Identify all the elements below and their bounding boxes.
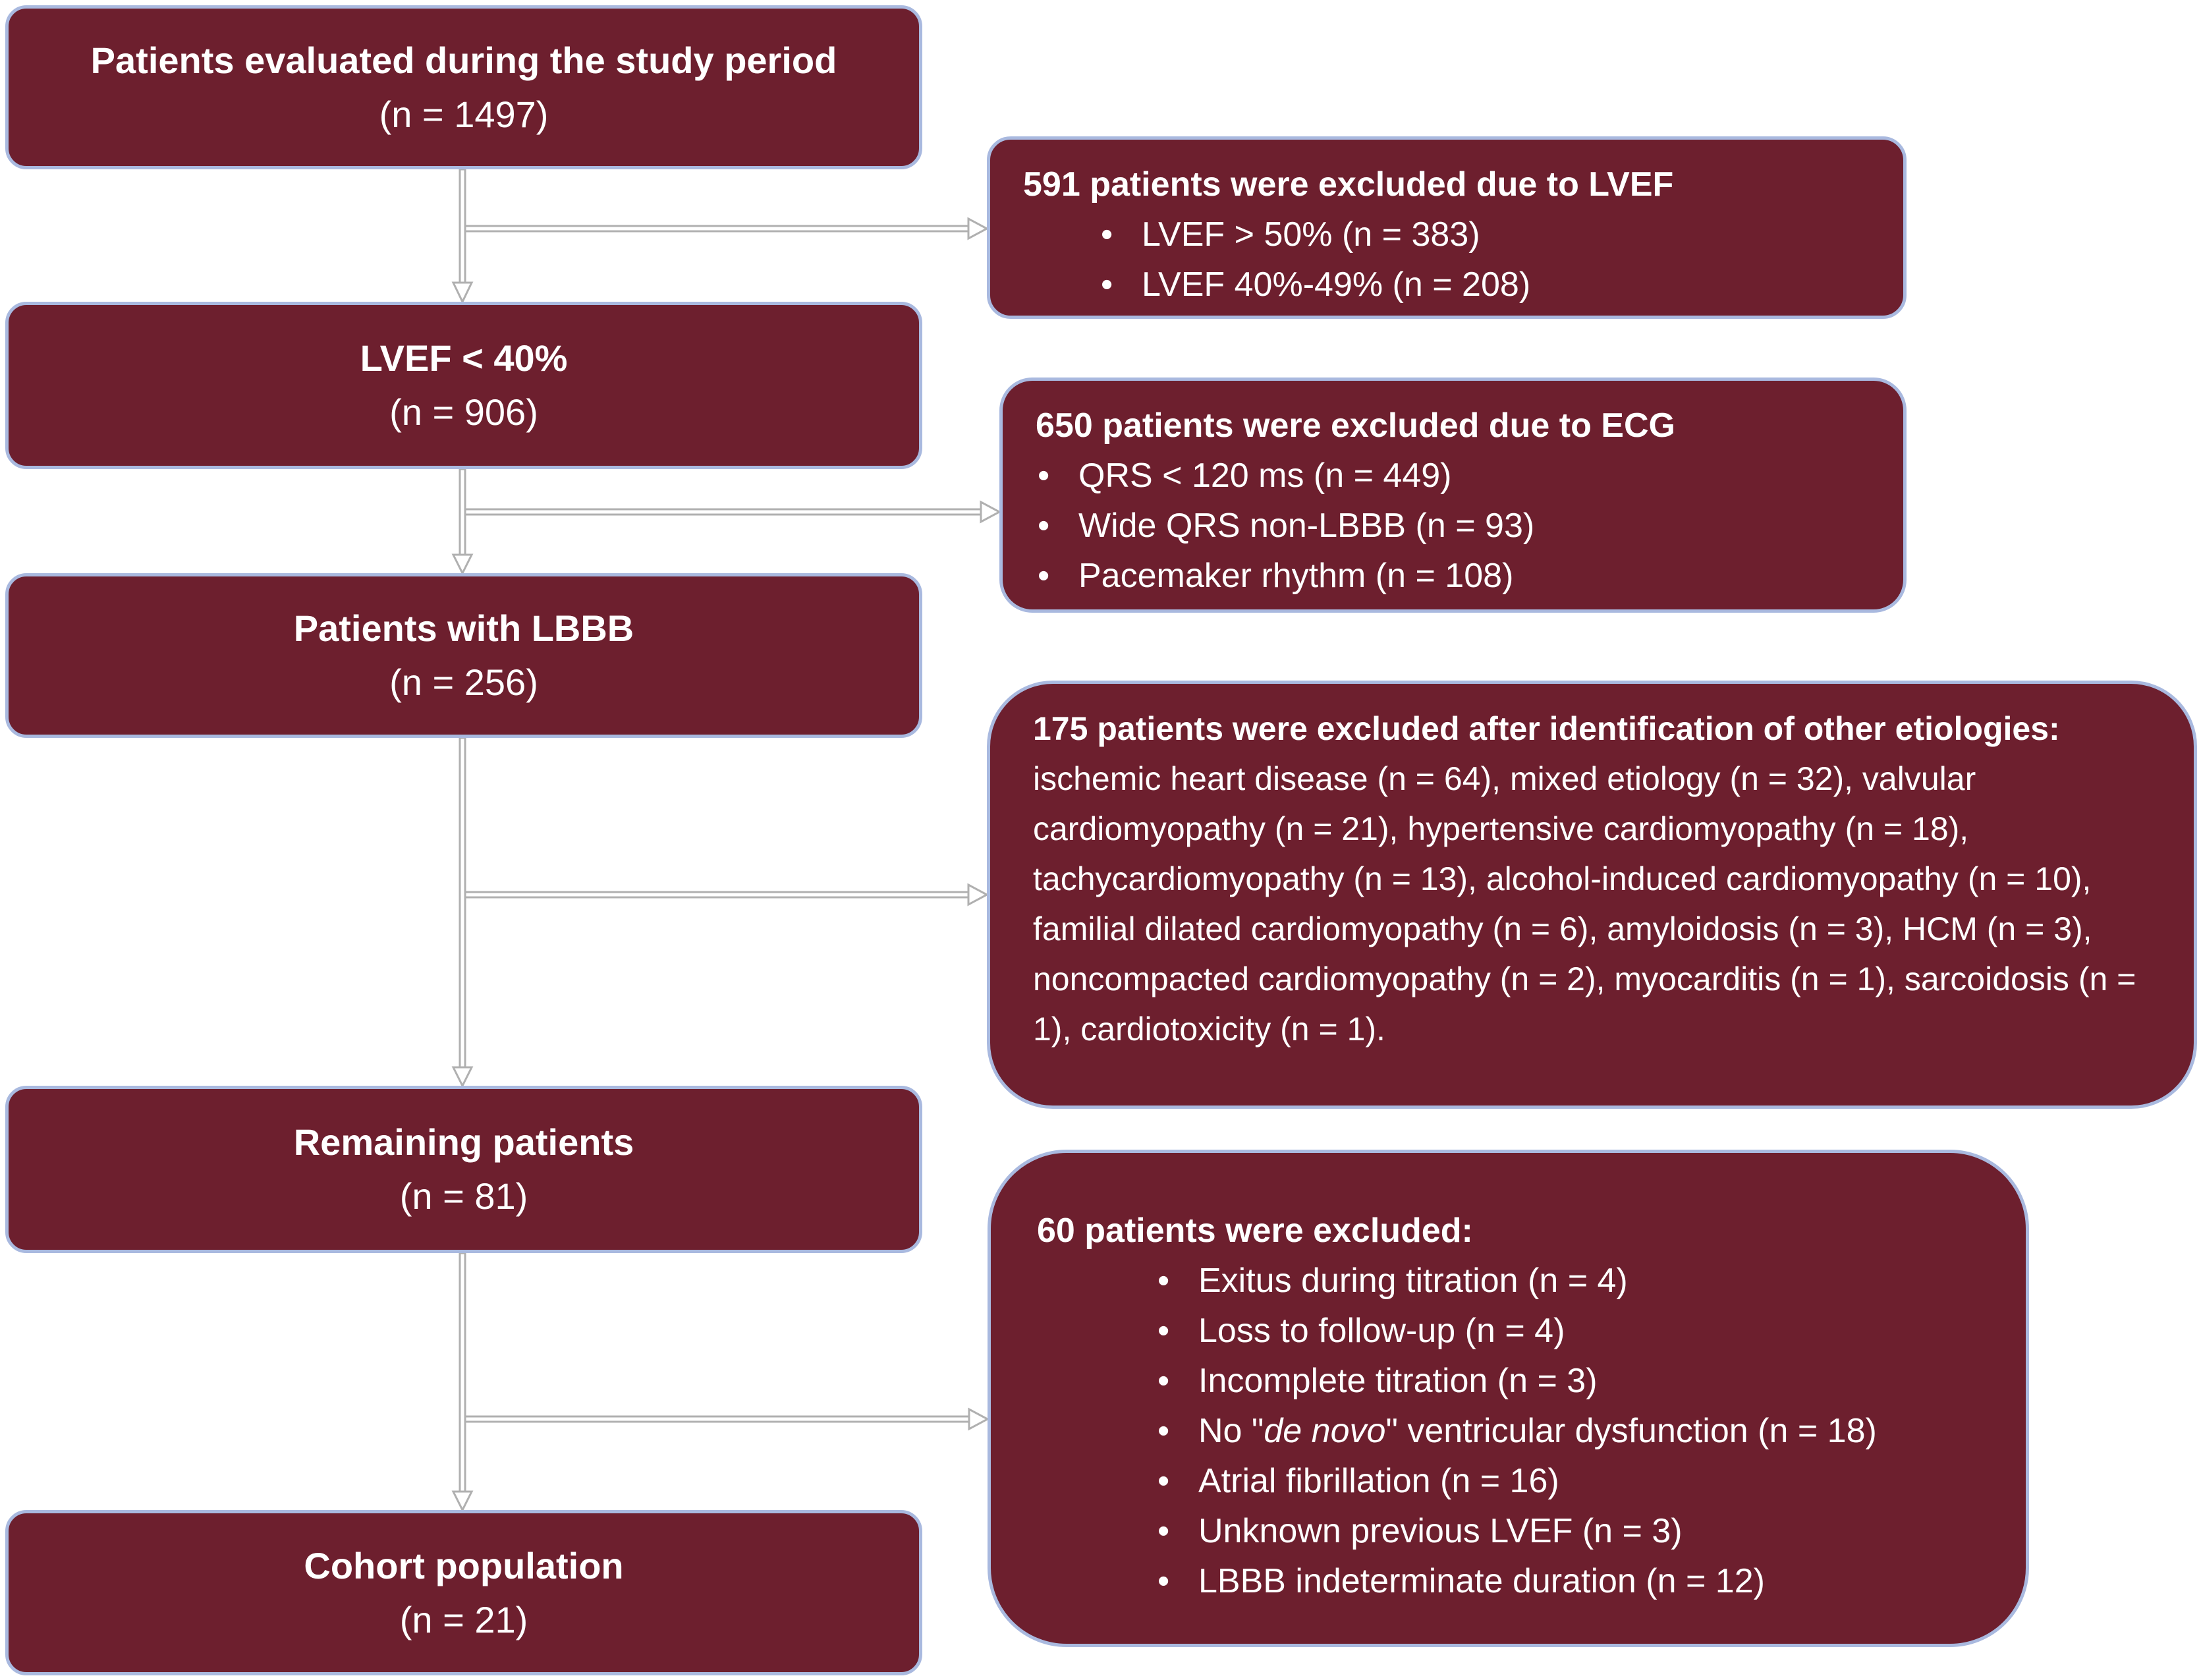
step-count: (n = 1497)	[379, 93, 549, 135]
step-count: (n = 21)	[399, 1598, 528, 1640]
exclusion-item: •Exitus during titration (n = 4)	[1157, 1256, 1877, 1306]
bullet-icon: •	[1038, 507, 1050, 545]
bullet-icon: •	[1157, 1262, 1170, 1300]
exclusion-item: •Pacemaker rhythm (n = 108)	[1038, 551, 1534, 601]
exclusion-box-etiologies: 175 patients were excluded after identif…	[987, 681, 2197, 1109]
bullet-icon: •	[1157, 1512, 1170, 1550]
right-arrow-1-icon	[464, 217, 989, 240]
right-arrow-3-icon	[464, 883, 989, 907]
exclusion-item: •QRS < 120 ms (n = 449)	[1038, 451, 1534, 501]
bullet-icon: •	[1101, 266, 1113, 304]
step-box-cohort: Cohort population (n = 21)	[5, 1510, 922, 1675]
step-count: (n = 81)	[399, 1175, 528, 1217]
down-arrow-3-icon	[451, 737, 474, 1088]
exclusion-item: •Loss to follow-up (n = 4)	[1157, 1306, 1877, 1356]
exclusion-heading: 591 patients were excluded due to LVEF	[1023, 165, 1674, 204]
exclusion-list: •LVEF > 50% (n = 383) •LVEF 40%-49% (n =…	[1101, 210, 1530, 310]
bullet-icon: •	[1157, 1562, 1170, 1600]
exclusion-heading: 650 patients were excluded due to ECG	[1036, 406, 1675, 445]
bullet-icon: •	[1157, 1412, 1170, 1450]
exclusion-heading: 175 patients were excluded after identif…	[1033, 710, 2060, 747]
down-arrow-2-icon	[451, 468, 474, 576]
exclusion-item: •Incomplete titration (n = 3)	[1157, 1356, 1877, 1406]
step-box-lvef-under-40: LVEF < 40% (n = 906)	[5, 302, 922, 469]
step-title: Remaining patients	[293, 1121, 634, 1163]
exclusion-item: •Atrial fibrillation (n = 16)	[1157, 1456, 1877, 1506]
exclusion-box-final: 60 patients were excluded: •Exitus durin…	[988, 1150, 2029, 1647]
bullet-icon: •	[1101, 215, 1113, 254]
step-title: Cohort population	[304, 1544, 624, 1586]
step-box-evaluated: Patients evaluated during the study peri…	[5, 5, 922, 169]
exclusion-list: •QRS < 120 ms (n = 449) •Wide QRS non-LB…	[1038, 451, 1534, 601]
step-title: Patients with LBBB	[293, 607, 634, 649]
step-title: Patients evaluated during the study peri…	[90, 39, 837, 81]
exclusion-box-ecg: 650 patients were excluded due to ECG •Q…	[999, 378, 1907, 613]
exclusion-box-lvef: 591 patients were excluded due to LVEF •…	[987, 136, 1907, 319]
exclusion-item: •LVEF > 50% (n = 383)	[1101, 210, 1530, 260]
step-box-remaining: Remaining patients (n = 81)	[5, 1086, 922, 1253]
step-count: (n = 906)	[389, 391, 538, 433]
exclusion-list: •Exitus during titration (n = 4) •Loss t…	[1157, 1256, 1877, 1606]
down-arrow-4-icon	[451, 1252, 474, 1513]
bullet-icon: •	[1038, 457, 1050, 495]
down-arrow-1-icon	[451, 168, 474, 304]
etiologies-paragraph: 175 patients were excluded after identif…	[1033, 704, 2161, 1054]
exclusion-heading: 60 patients were excluded:	[1037, 1212, 1473, 1250]
exclusion-item: •Wide QRS non-LBBB (n = 93)	[1038, 501, 1534, 551]
step-count: (n = 256)	[389, 661, 538, 703]
exclusion-item: •No "de novo" ventricular dysfunction (n…	[1157, 1406, 1877, 1456]
exclusion-item: •Unknown previous LVEF (n = 3)	[1157, 1506, 1877, 1556]
right-arrow-4-icon	[464, 1407, 990, 1431]
step-title: LVEF < 40%	[360, 337, 568, 379]
bullet-icon: •	[1157, 1362, 1170, 1400]
right-arrow-2-icon	[464, 500, 1002, 524]
bullet-icon: •	[1038, 557, 1050, 595]
bullet-icon: •	[1157, 1312, 1170, 1350]
step-box-lbbb: Patients with LBBB (n = 256)	[5, 573, 922, 738]
etiologies-list-text: ischemic heart disease (n = 64), mixed e…	[1033, 760, 2136, 1048]
bullet-icon: •	[1157, 1462, 1170, 1500]
exclusion-item: •LBBB indeterminate duration (n = 12)	[1157, 1556, 1877, 1606]
exclusion-item: •LVEF 40%-49% (n = 208)	[1101, 260, 1530, 310]
